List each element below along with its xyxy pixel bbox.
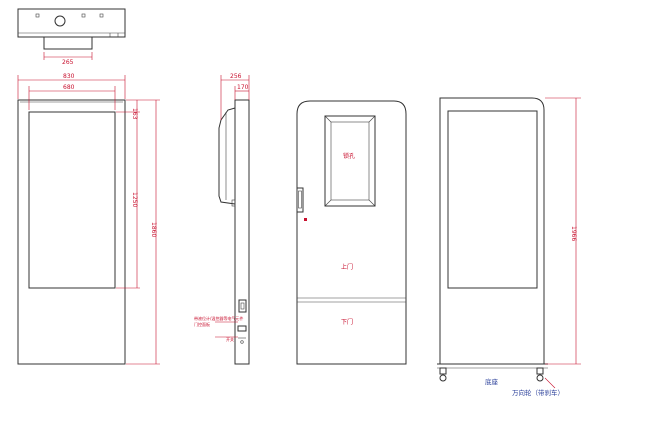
dim-side-depth-body: 170 <box>237 84 249 91</box>
caster-right-wheel-icon <box>536 374 544 382</box>
side-view: 256 170 带液位计/温控器等电气元件 门控面板 开关 <box>194 73 250 365</box>
side-view-body <box>234 99 250 365</box>
screen-view: 1966 底座 万向轮（带刹车） <box>437 97 581 397</box>
dim-back-total-height: 1966 <box>570 226 577 241</box>
screen-view-display <box>447 110 538 289</box>
rear-view-body <box>296 100 407 365</box>
dim-front-screen-height: 1250 <box>131 192 138 207</box>
rear-view-window <box>324 115 376 207</box>
rear-view: 锁孔 上门 下门 <box>296 100 407 365</box>
rear-view-handle <box>296 187 304 213</box>
screen-view-body <box>439 97 545 365</box>
casters-label: 万向轮（带刹车） <box>512 388 564 397</box>
side-note-2: 门控面板 <box>194 321 210 327</box>
side-view-panel <box>238 299 247 313</box>
lock-icon <box>304 218 307 221</box>
side-view-switch <box>237 325 247 332</box>
dim-front-total-height: 1860 <box>150 222 157 237</box>
top-view: 265 <box>17 8 126 66</box>
dim-front-top-offset: 163 <box>131 108 138 120</box>
side-note-1: 带液位计/温控器等电气元件 <box>194 315 243 321</box>
dim-front-screen-width: 680 <box>63 84 75 91</box>
top-view-mount <box>43 36 93 50</box>
side-view-screen-bulge <box>218 107 236 205</box>
front-view: 830 680 163 1250 1860 <box>17 73 160 365</box>
dim-top-width: 265 <box>62 59 74 66</box>
top-view-hole <box>54 15 66 27</box>
dim-front-outer-width: 830 <box>63 73 75 80</box>
lock-label: 锁孔 <box>343 152 355 160</box>
upper-door-label: 上门 <box>341 263 353 271</box>
caster-left-wheel-icon <box>439 374 447 382</box>
lower-door-label: 下门 <box>341 318 353 326</box>
base-label: 底座 <box>485 377 499 386</box>
dim-side-depth-total: 256 <box>230 73 242 80</box>
front-view-body <box>17 99 126 365</box>
caster-left <box>439 367 447 375</box>
side-note-3: 开关 <box>226 336 234 342</box>
caster-right <box>536 367 544 375</box>
front-view-screen <box>28 111 116 289</box>
